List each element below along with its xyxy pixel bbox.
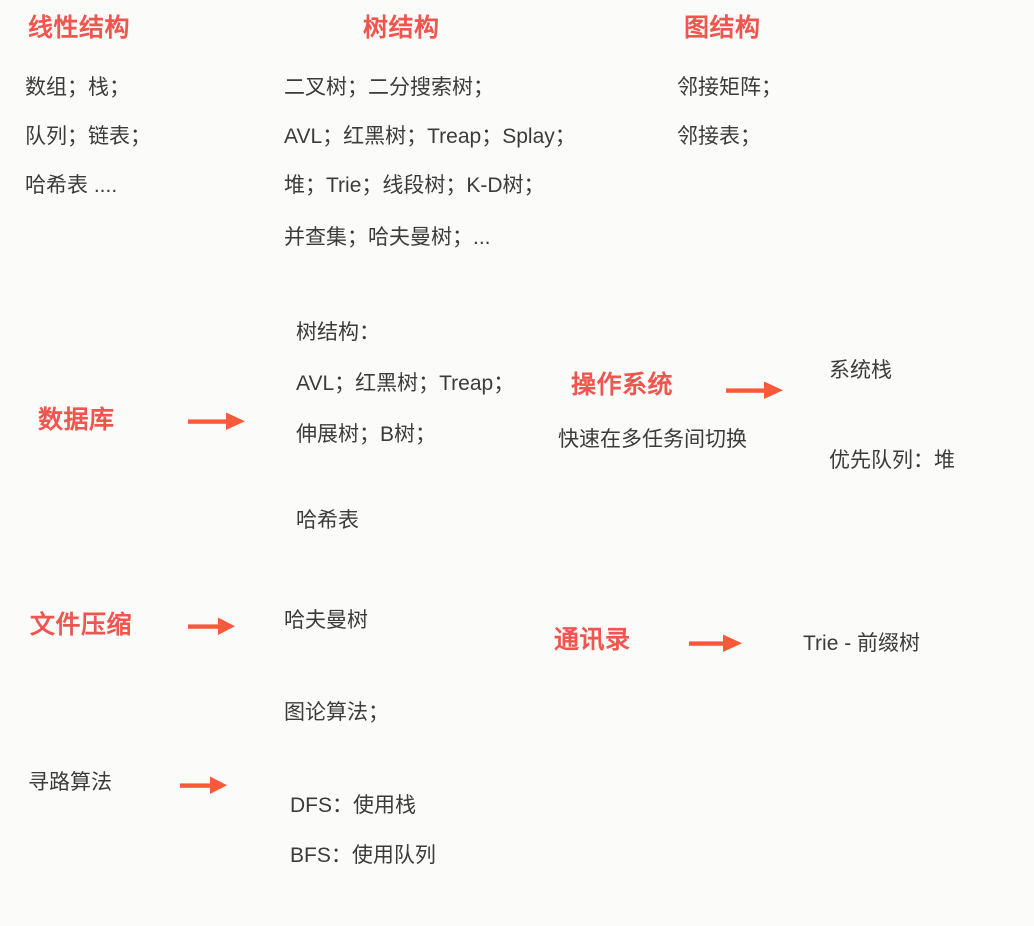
database-target-2: 伸展树；B树； <box>296 423 437 446</box>
tree-item-2: 堆；Trie；线段树；K-D树； <box>284 174 545 197</box>
database-target-3: 哈希表 <box>296 509 359 532</box>
column-heading-tree: 树结构 <box>363 14 440 42</box>
tree-item-0: 二叉树；二分搜索树； <box>284 76 494 99</box>
graph-item-0: 邻接矩阵； <box>677 76 782 99</box>
arrow-right-icon <box>724 378 786 402</box>
column-heading-graph: 图结构 <box>684 14 761 42</box>
database-target-0: 树结构： <box>296 321 380 344</box>
arrow-right-icon <box>186 409 248 433</box>
mapping-source-os: 操作系统 <box>571 371 674 399</box>
mapping-source-contacts: 通讯录 <box>554 626 631 654</box>
mapping-source-file-compression: 文件压缩 <box>30 611 133 639</box>
pathfinding-target-1: DFS：使用栈 <box>290 794 416 817</box>
linear-item-0: 数组；栈； <box>25 76 130 99</box>
graph-item-1: 邻接表； <box>677 125 761 148</box>
contacts-target-0: Trie - 前缀树 <box>803 632 921 655</box>
column-heading-linear: 线性结构 <box>28 14 131 42</box>
arrow-right-icon <box>186 614 238 638</box>
os-target-0: 系统栈 <box>829 359 892 382</box>
mapping-source-pathfinding: 寻路算法 <box>28 771 112 794</box>
database-target-1: AVL；红黑树；Treap； <box>296 372 515 395</box>
pathfinding-target-0: 图论算法； <box>284 701 389 724</box>
os-source-note: 快速在多任务间切换 <box>558 428 747 451</box>
linear-item-1: 队列；链表； <box>25 125 151 148</box>
arrow-right-icon <box>178 773 230 797</box>
pathfinding-target-2: BFS：使用队列 <box>290 844 436 867</box>
arrow-right-icon <box>687 631 745 655</box>
linear-item-2: 哈希表 .... <box>25 174 118 197</box>
mapping-source-database: 数据库 <box>38 406 115 434</box>
os-target-1: 优先队列：堆 <box>829 449 955 472</box>
tree-item-1: AVL；红黑树；Treap；Splay； <box>284 125 576 148</box>
tree-item-3: 并查集；哈夫曼树；... <box>284 226 491 249</box>
file-compression-target-0: 哈夫曼树 <box>284 609 368 632</box>
